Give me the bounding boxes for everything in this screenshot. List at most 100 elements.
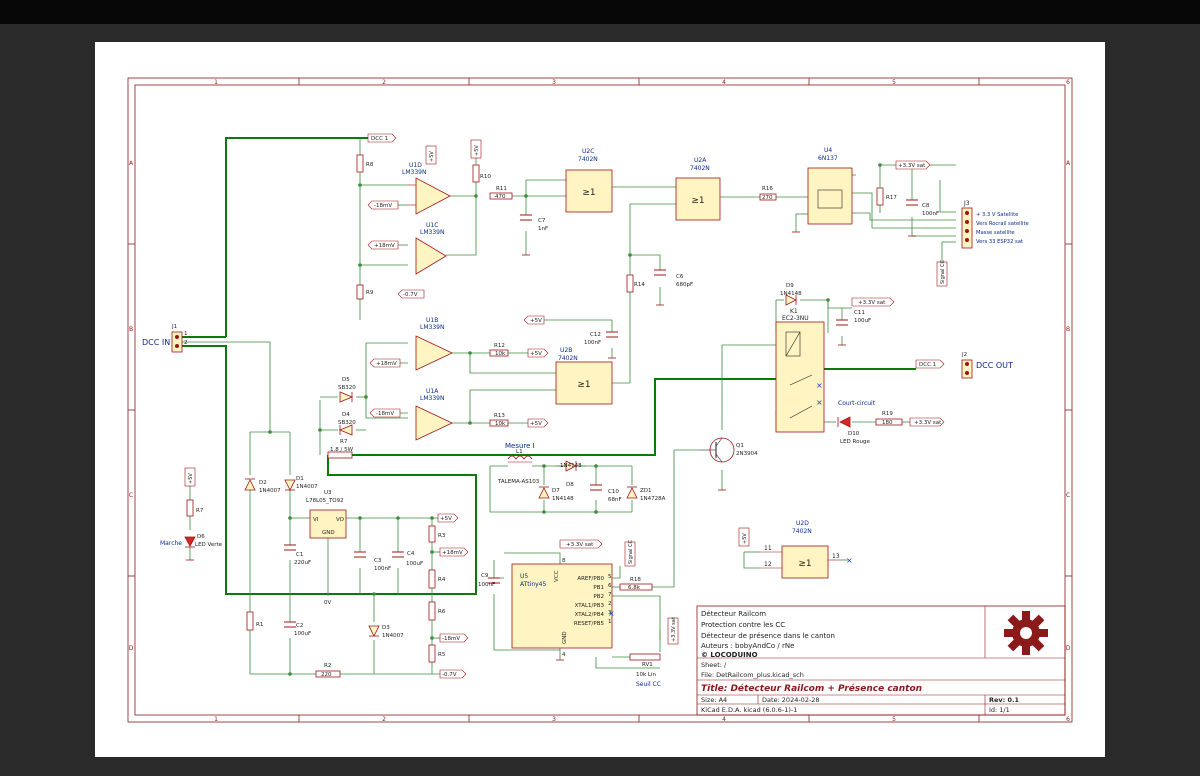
label-dcc-in: DCC IN: [142, 338, 170, 347]
j1-pin-2: 2: [184, 340, 188, 346]
label-seuil-cc: Seuil CC: [636, 681, 661, 688]
frame-col-4: 4: [722, 79, 726, 86]
frame-col-2-bottom: 2: [382, 716, 386, 723]
led-d6: [184, 536, 196, 547]
k1-nc-icon-1: ×: [816, 381, 823, 390]
resistor-r17: [876, 187, 884, 206]
c1-ref: C1: [296, 552, 303, 558]
j3-ref: J3: [963, 200, 970, 207]
comparator-u1a: U1A LM339N: [415, 388, 453, 441]
flag-5v-u1d: +5V: [425, 145, 437, 165]
flag-m07v-u1c-text: -0.7V: [403, 292, 418, 298]
zener-zd1: [626, 487, 638, 499]
c2-ref: C2: [296, 623, 303, 629]
u1c-ref: U1C: [426, 222, 438, 229]
u5-nc-icon: ×: [608, 609, 615, 618]
comparator-u1b: U1B LM339N: [415, 317, 453, 371]
resistor-r7-shunt: [327, 451, 353, 459]
d1-value: 1N4007: [296, 484, 318, 490]
u2a-ref: U2A: [694, 157, 707, 164]
diode-d3: [368, 625, 380, 637]
rv1-value: 10k Lin: [636, 672, 657, 678]
j3-pin-label-1: Vers Rocrail satellite: [976, 221, 1029, 227]
resistor-r3: [428, 525, 436, 543]
nor-gate-u2c: ≥1 U2C 7402N: [565, 148, 613, 213]
flag-5v-r7-text: +5V: [188, 473, 194, 484]
r5-ref: R5: [438, 652, 446, 658]
u1a-value: LM339N: [420, 395, 444, 402]
diode-d5: [339, 391, 354, 403]
frame-col-1-bottom: 1: [214, 716, 218, 723]
label-dcc1-top-text: DCC 1: [371, 136, 388, 142]
d9-ref: D9: [786, 283, 794, 289]
r6-ref: R6: [438, 609, 446, 615]
regulator-u3: U3 L78L05_TO92 VI VO GND: [306, 490, 347, 539]
flag-signal-cc-j3-text: Signal CC: [940, 260, 946, 284]
c7-ref: C7: [538, 218, 546, 224]
label-dcc1-right-text: DCC 1: [919, 362, 936, 368]
capacitors: [284, 199, 918, 628]
frame-col-6-bottom: 6: [1066, 716, 1070, 723]
kicad-gear-logo: [1004, 611, 1048, 655]
r7b-ref: R7: [196, 508, 204, 514]
u2d-nc-icon: ×: [846, 556, 853, 565]
u1b-ref: U1B: [426, 317, 438, 324]
r16-ref: R16: [762, 186, 773, 192]
resistor-r14: [626, 274, 634, 293]
frame-row-c-right: C: [1066, 492, 1070, 499]
d5-ref: D5: [342, 377, 350, 383]
ground-symbols: [186, 231, 916, 661]
rv1-ref: RV1: [642, 662, 653, 668]
j3-pin-label-2: Masse satellite: [976, 230, 1015, 236]
r14-ref: R14: [634, 282, 645, 288]
c9-ref: C9: [481, 573, 489, 579]
label-dcc1-right: DCC 1: [915, 359, 945, 369]
u5-pin-num-7: 4: [562, 652, 566, 658]
r12-ref: R12: [494, 343, 505, 349]
diode-d8: [565, 460, 577, 472]
flag-p18mv-divider: +18mV: [439, 547, 469, 557]
nor-gate-u2b: ≥1 U2B 7402N: [555, 347, 613, 405]
flag-p18mv-u1b-text: +18mV: [376, 361, 397, 367]
r11-value: 470: [495, 194, 506, 200]
frame-row-d: D: [129, 645, 134, 652]
d1-ref: D1: [296, 476, 304, 482]
d7-value: 1N4148: [552, 496, 574, 502]
flag-m07v-divider-text: -0.7V: [442, 672, 457, 678]
u2c-value: 7402N: [578, 156, 598, 163]
q1-ref: Q1: [736, 443, 744, 449]
r13-ref: R13: [494, 413, 505, 419]
diode-d7: [538, 487, 550, 499]
tb-rev: Rev: 0.1: [989, 696, 1020, 704]
resistor-r16: [759, 193, 777, 201]
r8-ref: R8: [366, 162, 374, 168]
frame-col-5-bottom: 5: [892, 716, 896, 723]
flag-5v-u2d: +5V: [738, 527, 750, 547]
c8-ref: C8: [922, 203, 930, 209]
flag-p18mv-u1c-text: +18mV: [374, 243, 395, 249]
flag-signal-cc-u5-text: Signal CC: [628, 540, 634, 564]
resistor-r18: [619, 583, 653, 591]
tb-size: Size: A4: [701, 696, 727, 704]
flag-m18mv-divider-text: -18mV: [442, 636, 460, 642]
r3-ref: R3: [438, 533, 446, 539]
r16-value: 270: [762, 195, 773, 201]
c4-value: 100uF: [406, 561, 423, 567]
flag-3v3-sat-u5-text: +3.3V sat: [566, 542, 594, 548]
flag-m07v-u1c: -0.7V: [397, 289, 425, 299]
r7-shunt-ref: R7: [340, 439, 348, 445]
flag-m07v-divider: -0.7V: [439, 669, 467, 679]
r18-ref: R18: [630, 577, 641, 583]
u4-ref: U4: [824, 147, 832, 154]
u2d-pin-11: 11: [764, 545, 772, 552]
c11-ref: C11: [854, 310, 865, 316]
r2-value: 220: [321, 672, 332, 678]
label-mesure: Mesure I: [505, 442, 535, 450]
u5-pin-name-7: GND: [562, 631, 568, 644]
comparator-u1d: U1D LM339N: [402, 162, 451, 215]
resistor-r2: [315, 670, 341, 678]
u5-pin-num-3: 2: [608, 601, 612, 607]
flag-m18mv-u1a: -18mV: [369, 408, 401, 418]
drawing-frame: [127, 77, 1073, 723]
d8-value: 1N4148: [560, 463, 582, 469]
